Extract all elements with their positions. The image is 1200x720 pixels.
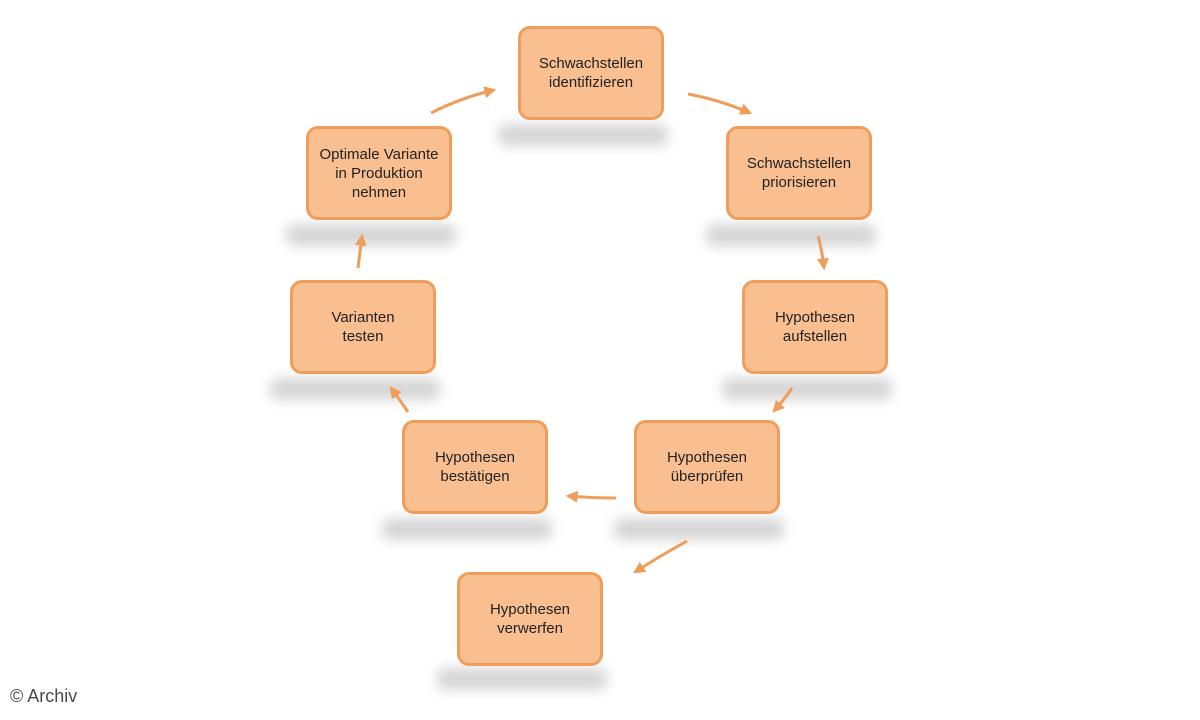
arrow-ueberpruefen-to-bestaetigen (565, 490, 617, 503)
node-optimale-variante: Optimale Variante in Produktion nehmen (306, 126, 452, 220)
node-shadow (706, 224, 876, 246)
node-shadow (722, 378, 892, 400)
node-shadow (382, 518, 552, 540)
copyright-credit: © Archiv (10, 686, 78, 706)
node-hypothesen-bestaetigen: Hypothesen bestätigen (402, 420, 548, 514)
node-shadow (437, 668, 607, 690)
node-shadow (286, 224, 456, 246)
arrow-ueberpruefen-to-verwerfen (632, 539, 688, 574)
node-schwachstellen-identifizieren: Schwachstellen identifizieren (518, 26, 664, 120)
node-hypothesen-aufstellen: Hypothesen aufstellen (742, 280, 888, 374)
arrow-optimale-to-identifizieren (430, 86, 497, 115)
node-varianten-testen: Varianten testen (290, 280, 436, 374)
node-shadow (270, 378, 440, 400)
node-shadow (498, 124, 668, 146)
node-schwachstellen-priorisieren: Schwachstellen priorisieren (726, 126, 872, 220)
node-hypothesen-ueberpruefen: Hypothesen überprüfen (634, 420, 780, 514)
node-shadow (614, 518, 784, 540)
node-hypothesen-verwerfen: Hypothesen verwerfen (457, 572, 603, 666)
arrow-identifizieren-to-priorisieren (687, 92, 753, 115)
